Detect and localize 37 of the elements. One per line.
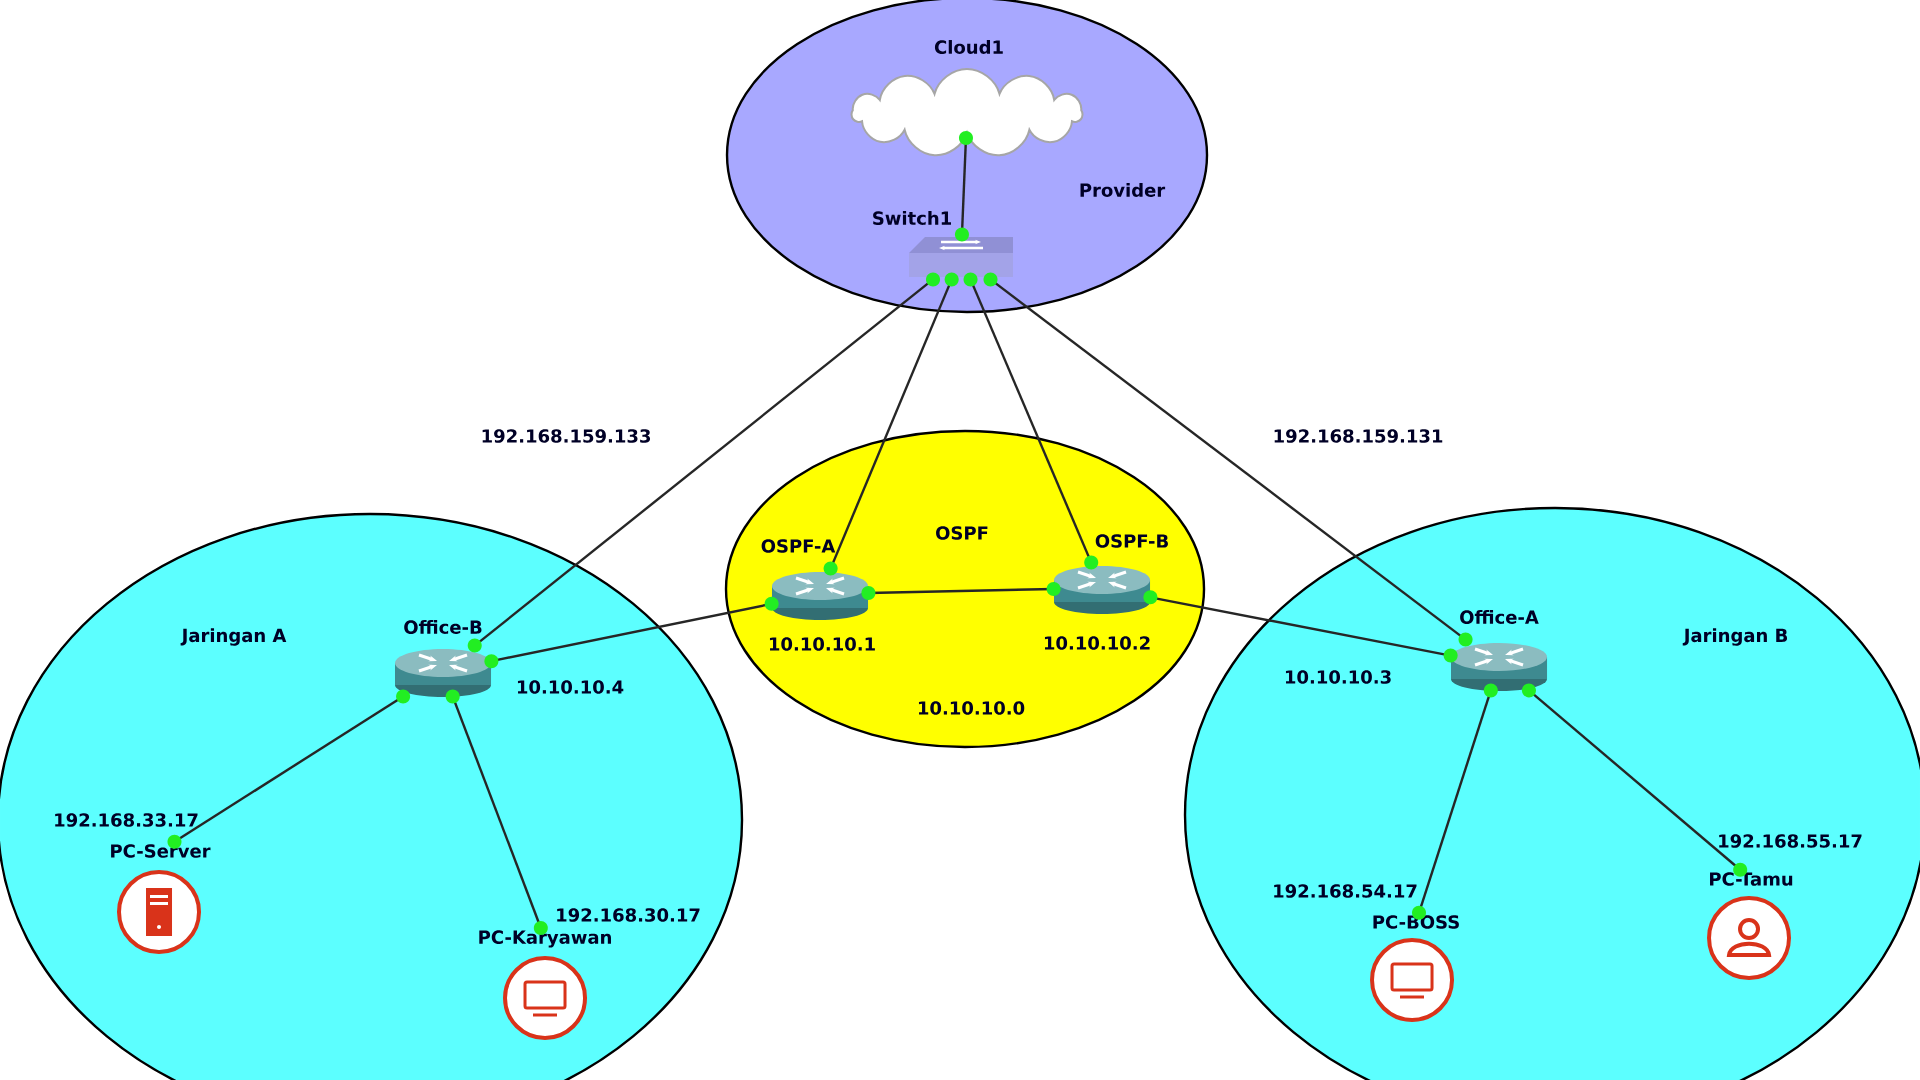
zone-label: OSPF	[936, 526, 988, 540]
connection-line	[445, 689, 548, 935]
connection-line	[1143, 590, 1458, 663]
connection-line	[1521, 683, 1748, 877]
connection-line	[861, 582, 1061, 600]
zone-label: Jaringan A	[180, 628, 287, 646]
ip-address-label: 192.168.30.17	[557, 908, 700, 922]
device-label: Switch1	[873, 211, 951, 225]
connection-line	[484, 596, 779, 669]
device-label: Office-A	[1460, 610, 1539, 624]
connection-line	[983, 272, 1473, 647]
connection-line	[954, 131, 973, 242]
ip-address-label: 192.168.54.17	[1274, 884, 1417, 898]
device-label: OSPF-A	[761, 539, 836, 553]
ip-address-label: 192.168.33.17	[55, 813, 198, 827]
device-label: Cloud1	[934, 40, 1003, 54]
ip-address-label: 10.10.10.2	[1044, 636, 1150, 650]
connection-line	[823, 272, 959, 576]
ip-address-label: 192.168.159.131	[1274, 429, 1443, 443]
zone-label: Jaringan B	[1682, 628, 1788, 646]
zone-label: Provider	[1080, 183, 1166, 197]
connection-line	[1412, 683, 1498, 920]
ip-address-label: 192.168.159.133	[482, 429, 651, 443]
ip-address-label: 10.10.10.4	[517, 680, 624, 694]
connection-line	[963, 272, 1099, 570]
device-label: PC-Server	[111, 844, 211, 858]
device-label: PC-Karyawan	[479, 930, 611, 948]
device-label: OSPF-B	[1095, 534, 1168, 548]
device-label: PC-BOSS	[1373, 915, 1459, 929]
ip-address-label: 192.168.55.17	[1719, 834, 1862, 848]
ip-address-label: 10.10.10.1	[769, 637, 875, 651]
device-label: Office-B	[404, 620, 482, 634]
device-label: PC-Tamu	[1710, 872, 1793, 886]
ip-address-label: 10.10.10.3	[1285, 670, 1391, 684]
zone-label: 10.10.10.0	[918, 701, 1025, 715]
connection-line	[467, 272, 940, 653]
connection-line	[167, 689, 411, 849]
